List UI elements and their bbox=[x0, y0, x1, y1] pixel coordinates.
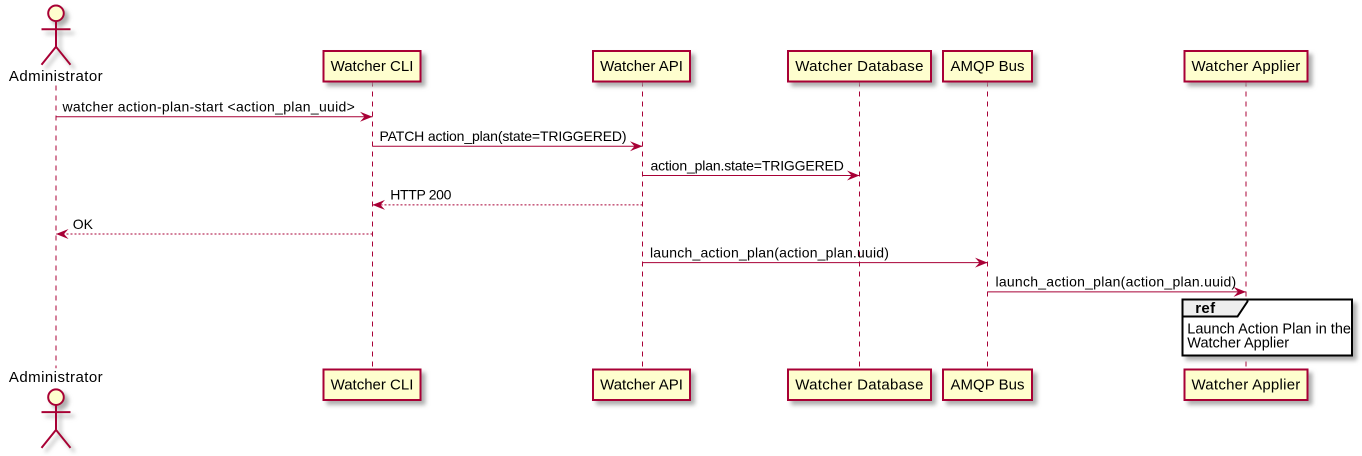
svg-text:Launch Action Plan in the: Launch Action Plan in the bbox=[1187, 322, 1351, 338]
svg-text:Administrator: Administrator bbox=[9, 369, 103, 386]
svg-text:Administrator: Administrator bbox=[9, 68, 103, 85]
svg-text:AMQP Bus: AMQP Bus bbox=[951, 58, 1025, 75]
svg-text:Watcher CLI: Watcher CLI bbox=[331, 58, 414, 75]
svg-text:watcher action-plan-start <act: watcher action-plan-start <action_plan_u… bbox=[62, 99, 356, 115]
svg-text:Watcher API: Watcher API bbox=[600, 58, 683, 75]
svg-text:Watcher Applier: Watcher Applier bbox=[1191, 58, 1300, 75]
svg-text:Watcher Applier: Watcher Applier bbox=[1191, 377, 1300, 394]
svg-text:ref: ref bbox=[1195, 300, 1216, 317]
svg-text:Watcher Applier: Watcher Applier bbox=[1187, 336, 1289, 352]
svg-text:launch_action_plan(action_plan: launch_action_plan(action_plan.uuid) bbox=[996, 274, 1237, 290]
svg-text:Watcher CLI: Watcher CLI bbox=[331, 377, 414, 394]
svg-text:PATCH action_plan(state=TRIGGE: PATCH action_plan(state=TRIGGERED) bbox=[380, 128, 627, 144]
svg-text:HTTP 200: HTTP 200 bbox=[390, 187, 451, 203]
svg-text:Watcher Database: Watcher Database bbox=[795, 377, 923, 394]
svg-text:AMQP Bus: AMQP Bus bbox=[951, 377, 1025, 394]
svg-text:Watcher API: Watcher API bbox=[600, 377, 683, 394]
svg-text:action_plan.state=TRIGGERED: action_plan.state=TRIGGERED bbox=[651, 157, 844, 173]
svg-text:OK: OK bbox=[73, 216, 94, 232]
svg-text:launch_action_plan(action_plan: launch_action_plan(action_plan.uuid) bbox=[650, 244, 889, 260]
svg-text:Watcher Database: Watcher Database bbox=[795, 58, 923, 75]
